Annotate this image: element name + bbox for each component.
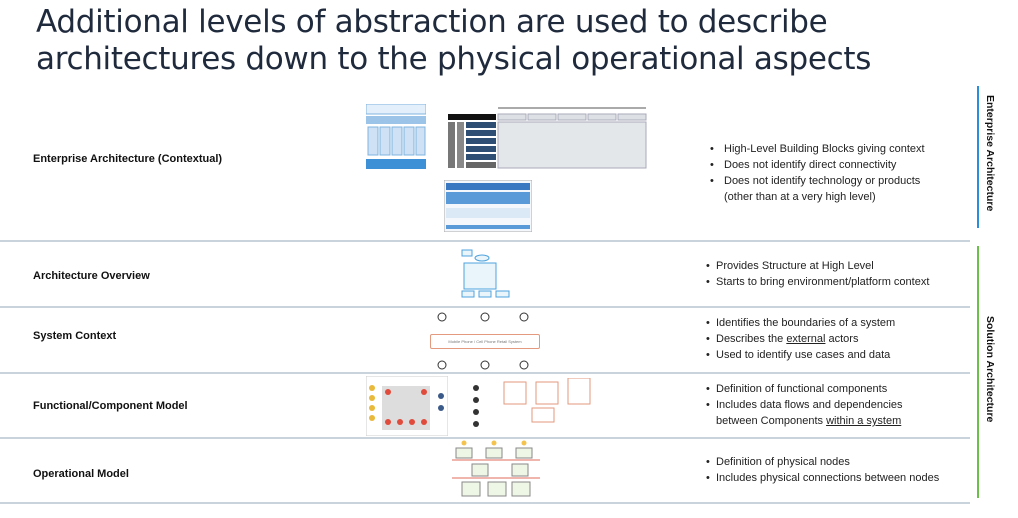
architecture-overview-thumbnail (461, 249, 510, 298)
architecture-overview-bullets: Provides Structure at High Level Starts … (706, 258, 929, 290)
row-divider (0, 240, 970, 242)
bullet: Starts to bring environment/platform con… (706, 274, 929, 290)
enterprise-blueprint-thumbnail (444, 180, 532, 232)
enterprise-security-framework-thumbnail (366, 104, 426, 169)
system-context-bullets: Identifies the boundaries of a system De… (706, 315, 895, 363)
enterprise-bullets: High-Level Building Blocks giving contex… (710, 141, 925, 205)
functional-model-thumbnail-1 (366, 376, 448, 436)
bullet-continuation: between Components within a system (716, 415, 902, 427)
row-label-functional-component-model: Functional/Component Model (33, 400, 188, 412)
bullet: Provides Structure at High Level (706, 258, 929, 274)
bullet: Includes data flows and dependencies (706, 397, 903, 413)
operational-model-bullets: Definition of physical nodes Includes ph… (706, 454, 939, 486)
operational-model-thumbnail (452, 440, 540, 497)
security-capabilities-thumbnail (448, 107, 647, 169)
row-divider (0, 372, 970, 374)
bullet: Definition of functional components (706, 381, 903, 397)
bullet: Does not identify technology or products (710, 173, 925, 189)
row-label-architecture-overview: Architecture Overview (33, 270, 150, 282)
row-label-operational-model: Operational Model (33, 468, 129, 480)
enterprise-architecture-side-label: Enterprise Architecture (984, 95, 996, 212)
row-label-enterprise-architecture: Enterprise Architecture (Contextual) (33, 153, 223, 165)
bullet: Identifies the boundaries of a system (706, 315, 895, 331)
slide-title-line-2: architectures down to the physical opera… (36, 41, 872, 77)
bullet-continuation: (other than at a very high level) (724, 191, 876, 203)
row-divider (0, 306, 970, 308)
functional-model-thumbnail-2 (473, 378, 591, 427)
enterprise-architecture-span-arrow (977, 86, 979, 228)
bullet: Does not identify direct connectivity (710, 157, 925, 173)
row-label-system-context: System Context (33, 330, 117, 342)
slide-title: Additional levels of abstraction are use… (36, 4, 871, 78)
solution-architecture-side-label: Solution Architecture (984, 316, 996, 423)
bullet: Used to identify use cases and data (706, 347, 895, 363)
bullet: Includes physical connections between no… (706, 470, 939, 486)
system-context-system-name: Mobile Phone / Cell Phone Retail System (448, 339, 522, 344)
bullet: Definition of physical nodes (706, 454, 939, 470)
system-context-diagram: Mobile Phone / Cell Phone Retail System (430, 334, 540, 349)
solution-architecture-span-arrow (977, 246, 979, 498)
slide-title-line-1: Additional levels of abstraction are use… (36, 4, 828, 40)
row-divider (0, 502, 970, 504)
functional-model-bullets: Definition of functional components Incl… (706, 381, 903, 429)
bullet: Describes the external actors (706, 331, 895, 347)
bullet: High-Level Building Blocks giving contex… (710, 141, 925, 157)
system-context-actors (437, 312, 529, 370)
row-divider (0, 437, 970, 439)
